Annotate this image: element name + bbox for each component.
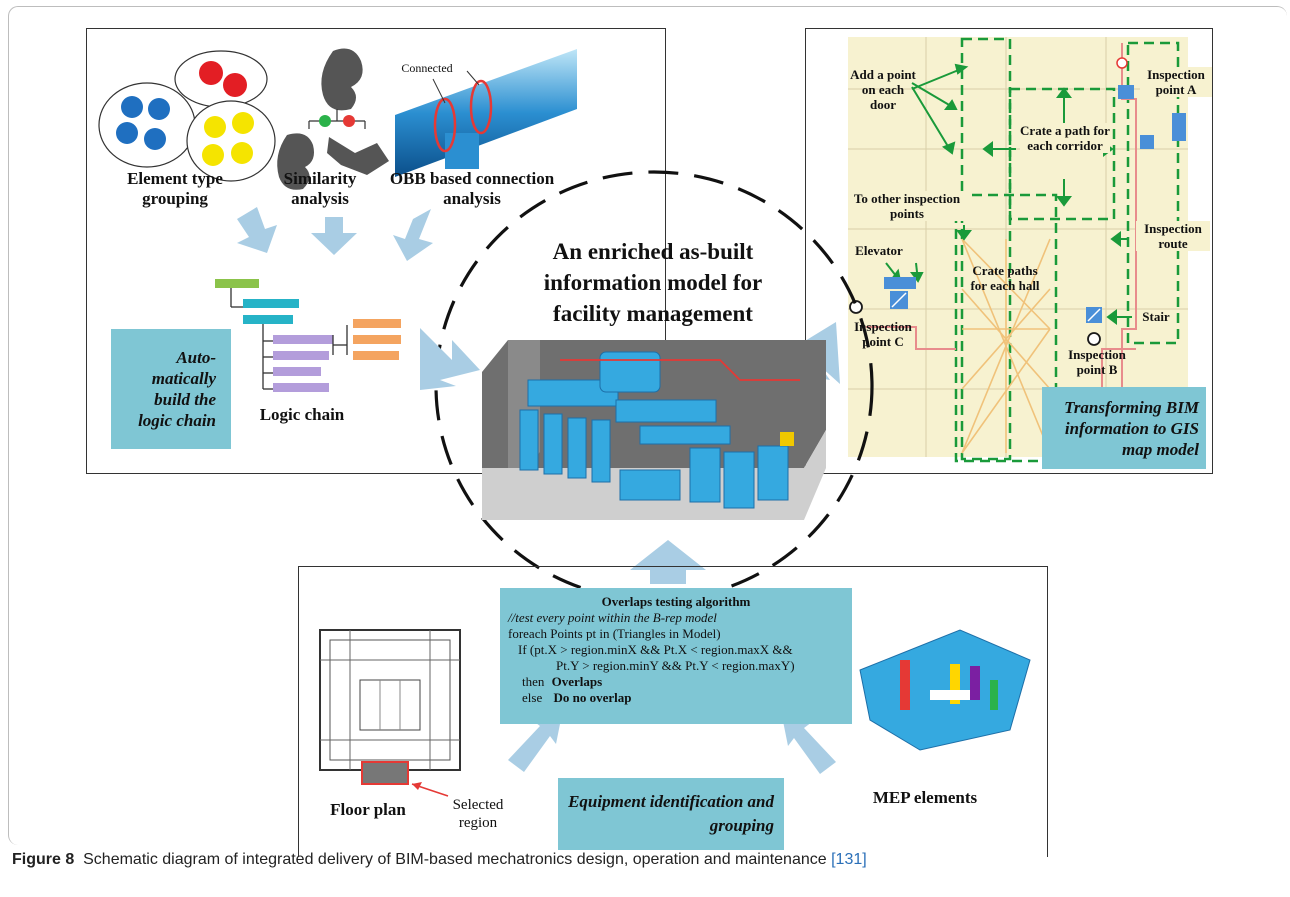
inspection-point-b-label: Inspection point B xyxy=(1068,347,1126,377)
gis-map xyxy=(848,37,1188,463)
bottom-panel xyxy=(298,566,1048,857)
floor-plan-label: Floor plan xyxy=(330,800,406,819)
pipe-main xyxy=(395,49,577,177)
algorithm-box: Overlaps testing algorithm //test every … xyxy=(500,588,852,724)
algo-comment: //test every point within the B-rep mode… xyxy=(508,610,717,625)
chain-bar xyxy=(273,383,329,392)
pipe-branch xyxy=(445,133,479,169)
element-type-grouping-label: Element type grouping xyxy=(127,169,223,208)
algo-then: then xyxy=(522,674,545,689)
wc-icon xyxy=(1140,135,1154,149)
stair-label: Stair xyxy=(1142,309,1170,324)
inspection-point-a-label: Inspection point A xyxy=(1140,67,1212,97)
check-icon xyxy=(319,115,331,127)
red-dot xyxy=(199,61,223,85)
elevator-label: Elevator xyxy=(855,243,903,258)
algo-line2: If (pt.X > region.minX && Pt.X < region.… xyxy=(518,642,793,657)
algo-line1: foreach Points pt in (Triangles in Model… xyxy=(508,626,721,641)
inspection-route-label: Inspection route xyxy=(1136,221,1210,251)
inspection-point-c-marker xyxy=(849,300,863,314)
chain-bar xyxy=(273,351,329,360)
crate-paths-hall-label: Crate paths for each hall xyxy=(970,263,1040,293)
automatically-build-label: Auto-matically build the logic chain xyxy=(138,348,216,430)
cross-icon xyxy=(343,115,355,127)
blue-dot xyxy=(148,98,170,120)
equipment-identification-label: Equipment identification and grouping xyxy=(568,792,774,835)
yellow-dot xyxy=(202,144,224,166)
algo-title: Overlaps testing algorithm xyxy=(601,594,751,609)
chain-bar xyxy=(243,315,293,324)
blue-dot xyxy=(116,122,138,144)
transforming-label: Transforming BIM information to GIS map … xyxy=(1064,397,1199,459)
algo-no-overlap: Do no overlap xyxy=(553,690,632,705)
obb-ring xyxy=(469,79,493,135)
connected-label: Connected xyxy=(401,61,453,75)
add-point-label: Add a point on each door xyxy=(850,67,916,112)
algo-else-row: else Do no overlap xyxy=(500,690,852,706)
to-other-label: To other inspection points xyxy=(848,191,966,221)
algo-overlaps: Overlaps xyxy=(551,674,603,689)
crate-path-corridor-label: Crate a path for each corridor xyxy=(1020,123,1110,153)
inspection-point-c-label: Inspection point C xyxy=(854,319,912,349)
chain-bar xyxy=(273,335,333,344)
arrow-down-right xyxy=(237,207,277,253)
yellow-dot xyxy=(232,112,254,134)
similarity-shape-top xyxy=(321,48,363,111)
arrow-down xyxy=(311,217,357,255)
center-title: An enriched as-built information model f… xyxy=(543,239,763,326)
wc-icon xyxy=(1172,113,1186,141)
mep-elements-label: MEP elements xyxy=(872,788,978,807)
chain-bar xyxy=(353,335,401,344)
caption-text: Schematic diagram of integrated delivery… xyxy=(83,851,827,868)
selected-region-label: Selected region xyxy=(452,797,504,831)
obb-ring xyxy=(433,97,457,153)
algo-else: else xyxy=(522,690,543,705)
chain-bar xyxy=(353,319,401,328)
corridor-region xyxy=(1126,41,1180,345)
automatically-build-box: Auto-matically build the logic chain xyxy=(111,329,231,449)
similarity-shape-match xyxy=(277,133,314,190)
equipment-box: Equipment identification and grouping xyxy=(558,778,784,850)
algo-then-row: then Overlaps xyxy=(500,674,852,690)
caption-label: Figure 8 xyxy=(12,851,75,868)
elevator-icon xyxy=(884,277,916,289)
algo-line3: Pt.Y > region.minY && Pt.Y < region.maxY… xyxy=(556,658,795,673)
yellow-dot xyxy=(204,116,226,138)
inspection-point-a-marker xyxy=(1116,57,1128,69)
logic-chain-label: Logic chain xyxy=(259,405,345,424)
blue-dot xyxy=(121,96,143,118)
figure-caption: Figure 8 Schematic diagram of integrated… xyxy=(12,851,867,869)
red-dot xyxy=(223,73,247,97)
chain-bar xyxy=(273,367,321,376)
top-right-panel: Add a point on each door Crate a path fo… xyxy=(805,28,1213,474)
caption-ref[interactable]: [131] xyxy=(831,851,867,868)
transforming-box: Transforming BIM information to GIS map … xyxy=(1042,387,1206,469)
chain-bar xyxy=(215,279,259,288)
corridor-region xyxy=(1008,87,1116,221)
inspection-point-b-marker xyxy=(1087,332,1101,346)
similarity-shape-diff xyxy=(327,137,389,175)
yellow-dot xyxy=(231,142,253,164)
chain-bar xyxy=(353,351,399,360)
chain-bar xyxy=(243,299,299,308)
similarity-analysis-label: Similarity analysis xyxy=(283,169,357,208)
figure-frame xyxy=(8,6,1287,845)
corridor-region xyxy=(960,37,1012,461)
hall-region xyxy=(954,193,1058,463)
door-icon xyxy=(1118,85,1134,99)
arrow-down-left xyxy=(393,209,433,261)
group-ellipse-blue xyxy=(98,82,196,168)
blue-dot xyxy=(144,128,166,150)
obb-connection-analysis-label: OBB based connection analysis xyxy=(389,169,555,208)
top-left-graphics xyxy=(98,48,577,392)
